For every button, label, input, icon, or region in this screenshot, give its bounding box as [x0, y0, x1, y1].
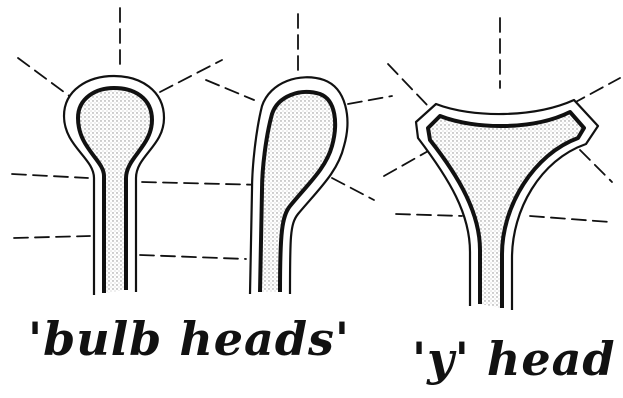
- dash-line: [530, 216, 610, 222]
- bulb-head-tilted: [250, 77, 347, 294]
- label-y-head: 'y' head: [412, 336, 616, 382]
- y-head: [416, 100, 598, 310]
- dash-line: [388, 64, 428, 106]
- dash-line: [396, 214, 462, 216]
- dash-line: [206, 80, 254, 100]
- dash-line: [572, 78, 620, 104]
- dash-line: [384, 150, 430, 176]
- dash-line: [12, 174, 88, 178]
- dash-line: [348, 96, 392, 104]
- inner-core: [78, 88, 152, 293]
- inner-core: [260, 92, 335, 292]
- dash-line: [332, 178, 374, 200]
- dash-line: [18, 58, 72, 98]
- label-bulb-heads: 'bulb heads': [28, 316, 350, 362]
- dash-line: [140, 255, 246, 259]
- dash-line: [142, 182, 264, 185]
- dash-line: [580, 150, 612, 182]
- dash-line: [14, 236, 90, 238]
- dash-line: [160, 60, 222, 92]
- bulb-head-round: [64, 76, 164, 295]
